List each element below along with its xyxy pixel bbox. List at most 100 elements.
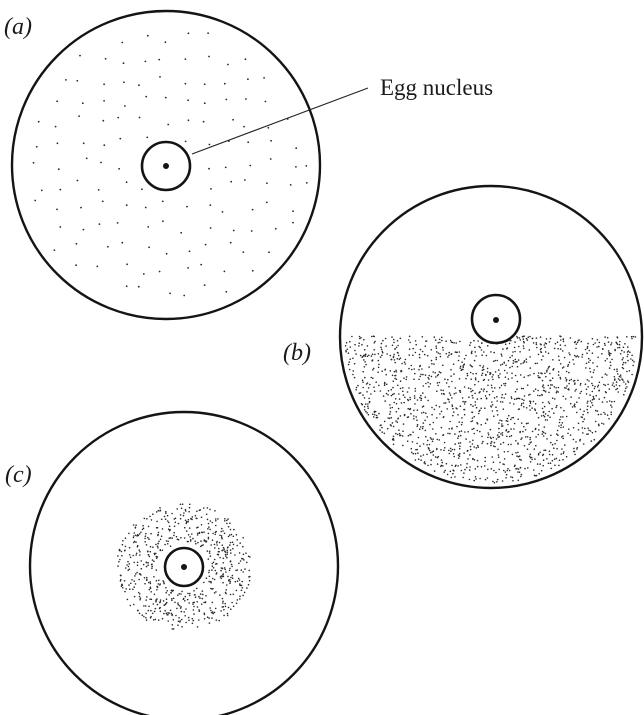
particle-dot — [153, 619, 155, 621]
particle-dot — [496, 410, 498, 412]
particle-dot — [157, 535, 159, 537]
particle-dot — [487, 443, 489, 445]
particle-dot — [207, 616, 209, 618]
particle-dot — [471, 353, 473, 355]
particle-dot — [548, 463, 550, 465]
particle-dot — [432, 428, 434, 430]
particle-dot — [345, 350, 347, 352]
particle-dot — [574, 454, 576, 456]
particle-dot — [455, 392, 457, 394]
particle-dot — [456, 351, 458, 353]
particle-dot — [244, 179, 246, 181]
particle-dot — [497, 360, 499, 362]
particle-dot — [229, 570, 231, 572]
particle-dot — [470, 365, 472, 367]
particle-dot — [448, 386, 450, 388]
particle-dot — [556, 440, 558, 442]
particle-dot — [576, 448, 578, 450]
particle-dot — [163, 613, 165, 615]
particle-dot — [166, 590, 168, 592]
particle-dot — [491, 406, 493, 408]
particle-dot — [523, 406, 525, 408]
particle-dot — [452, 473, 454, 475]
particle-dot — [623, 381, 625, 383]
particle-dot — [212, 565, 214, 567]
particle-dot — [215, 531, 217, 533]
particle-dot — [612, 382, 614, 384]
particle-dot — [377, 417, 379, 419]
particle-dot — [470, 446, 472, 448]
particle-dot — [579, 393, 581, 395]
particle-dot — [524, 395, 526, 397]
particle-dot — [364, 366, 366, 368]
particle-dot — [189, 593, 191, 595]
particle-dot — [266, 202, 268, 204]
particle-dot — [400, 380, 402, 382]
particle-dot — [249, 580, 251, 582]
particle-dot — [102, 201, 104, 203]
particle-dot — [519, 337, 521, 339]
particle-dot — [619, 344, 621, 346]
particle-dot — [514, 347, 516, 349]
particle-dot — [192, 603, 194, 605]
particle-dot — [585, 349, 587, 351]
particle-dot — [536, 344, 538, 346]
particle-dot — [570, 403, 572, 405]
particle-dot — [433, 454, 435, 456]
particle-dot — [550, 338, 552, 340]
particle-dot — [390, 355, 392, 357]
particle-dot — [563, 410, 565, 412]
particle-dot — [505, 383, 507, 385]
particle-dot — [225, 554, 227, 556]
particle-dot — [416, 426, 418, 428]
particle-dot — [505, 376, 507, 378]
particle-dot — [542, 455, 544, 457]
particle-dot — [493, 437, 495, 439]
particle-dot — [168, 528, 170, 530]
particle-dot — [55, 126, 57, 128]
particle-dot — [548, 366, 550, 368]
particle-dot — [386, 384, 388, 386]
particle-dot — [380, 347, 382, 349]
particle-dot — [520, 363, 522, 365]
particle-dot — [158, 532, 160, 534]
particle-dot — [147, 550, 149, 552]
particle-dot — [211, 617, 213, 619]
particle-dot — [445, 340, 447, 342]
particle-dot — [415, 459, 417, 461]
particle-dot — [478, 346, 480, 348]
particle-dot — [453, 363, 455, 365]
particle-dot — [160, 549, 162, 551]
particle-dot — [127, 569, 129, 571]
particle-dot — [614, 369, 616, 371]
particle-dot — [465, 438, 467, 440]
particle-dot — [373, 416, 375, 418]
particle-dot — [550, 468, 552, 470]
particle-dot — [521, 422, 523, 424]
particle-dot — [207, 507, 209, 509]
particle-dot — [82, 102, 84, 104]
particle-dot — [373, 335, 375, 337]
particle-dot — [482, 369, 484, 371]
particle-dot — [414, 373, 416, 375]
particle-dot — [615, 389, 617, 391]
particle-dot — [181, 626, 183, 628]
particle-dot — [493, 470, 495, 472]
particle-dot — [229, 544, 231, 546]
particle-dot — [414, 395, 416, 397]
particle-dot — [434, 372, 436, 374]
particle-dot — [598, 398, 600, 400]
particle-dot — [580, 384, 582, 386]
particle-dot — [595, 431, 597, 433]
particle-dot — [486, 391, 488, 393]
particle-dot — [139, 596, 141, 598]
particle-dot — [148, 606, 150, 608]
particle-dot — [266, 182, 268, 184]
particle-dot — [454, 433, 456, 435]
particle-dot — [418, 458, 420, 460]
particle-dot — [632, 360, 634, 362]
particle-dot — [536, 342, 538, 344]
particle-dot — [214, 612, 216, 614]
particle-dot — [632, 365, 634, 367]
particle-dot — [200, 264, 202, 266]
